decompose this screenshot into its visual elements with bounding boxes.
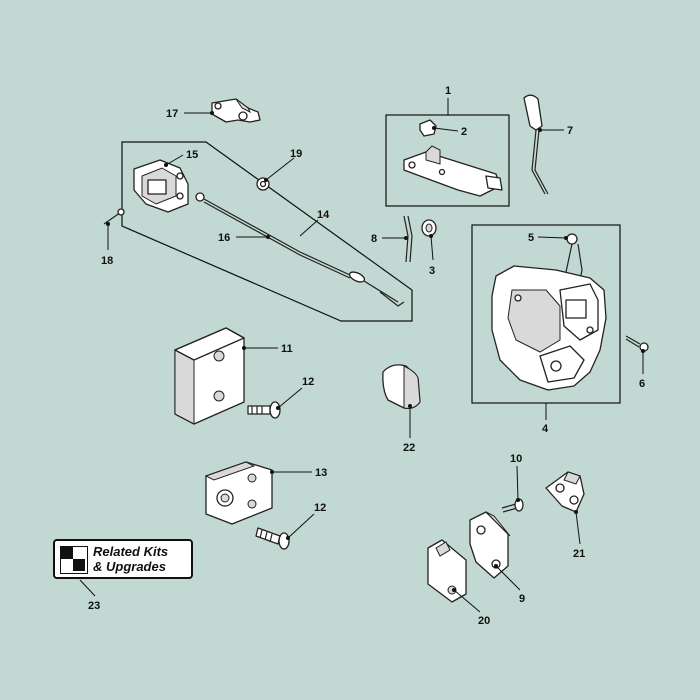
- part-3-clip[interactable]: [421, 219, 437, 237]
- callout-17[interactable]: 17: [166, 108, 178, 120]
- part-6-screw[interactable]: [625, 335, 649, 352]
- callout-12-upper[interactable]: 12: [302, 376, 314, 388]
- part-17-bracket[interactable]: [211, 98, 261, 123]
- callout-15[interactable]: 15: [186, 149, 198, 161]
- callout-22[interactable]: 22: [403, 442, 415, 454]
- checkered-flag-icon: [60, 546, 88, 574]
- callout-8[interactable]: 8: [371, 233, 377, 245]
- callout-10[interactable]: 10: [510, 453, 522, 465]
- callout-20[interactable]: 20: [478, 615, 490, 627]
- part-18-pin[interactable]: [103, 208, 125, 225]
- part-10-bolt[interactable]: [501, 498, 524, 513]
- part-20-shim[interactable]: [427, 539, 467, 603]
- related-kits-line2: & Upgrades: [93, 559, 166, 574]
- callout-12-lower[interactable]: 12: [314, 502, 326, 514]
- callout-1[interactable]: 1: [445, 85, 451, 97]
- callout-3[interactable]: 3: [429, 265, 435, 277]
- callout-16[interactable]: 16: [218, 232, 230, 244]
- part-4-lock-assembly[interactable]: [491, 265, 607, 391]
- callout-6[interactable]: 6: [639, 378, 645, 390]
- part-12b-bolt[interactable]: [255, 527, 290, 550]
- part-2-clip[interactable]: [419, 119, 437, 137]
- callout-19[interactable]: 19: [290, 148, 302, 160]
- part-11-striker-cover[interactable]: [174, 327, 245, 425]
- callout-9[interactable]: 9: [519, 593, 525, 605]
- callout-14[interactable]: 14: [317, 209, 330, 221]
- related-kits-button[interactable]: Related Kits & Upgrades: [53, 539, 193, 579]
- part-8-rod[interactable]: [403, 215, 413, 263]
- callout-4[interactable]: 4: [542, 423, 549, 435]
- part-1-housing[interactable]: [403, 145, 503, 197]
- callout-21[interactable]: 21: [573, 548, 585, 560]
- callout-2[interactable]: 2: [461, 126, 467, 138]
- callout-18[interactable]: 18: [101, 255, 113, 267]
- callout-7[interactable]: 7: [567, 125, 573, 137]
- part-15-latch-cover[interactable]: [133, 159, 189, 213]
- part-9-backing-plate[interactable]: [469, 511, 511, 579]
- part-12a-bolt[interactable]: [247, 401, 281, 419]
- part-16-cable[interactable]: [195, 192, 405, 307]
- leader-lines: [79, 98, 645, 613]
- related-kits-label: Related Kits & Upgrades: [93, 544, 168, 574]
- callout-5[interactable]: 5: [528, 232, 534, 244]
- callout-23[interactable]: 23: [88, 600, 100, 612]
- related-kits-line1: Related Kits: [93, 544, 169, 559]
- callout-13[interactable]: 13: [315, 467, 327, 479]
- callout-11[interactable]: 11: [281, 343, 293, 355]
- part-7-handle-rod[interactable]: [523, 94, 549, 195]
- part-22-bump-stop[interactable]: [382, 364, 421, 410]
- part-13-striker-plate[interactable]: [204, 461, 273, 525]
- callout-labels: 17 15 19 14 16 18 1 2 7 8 3 5 6 4 11 12 …: [88, 85, 645, 627]
- group-box-14: [121, 141, 413, 322]
- part-21-hinge-link[interactable]: [545, 471, 585, 513]
